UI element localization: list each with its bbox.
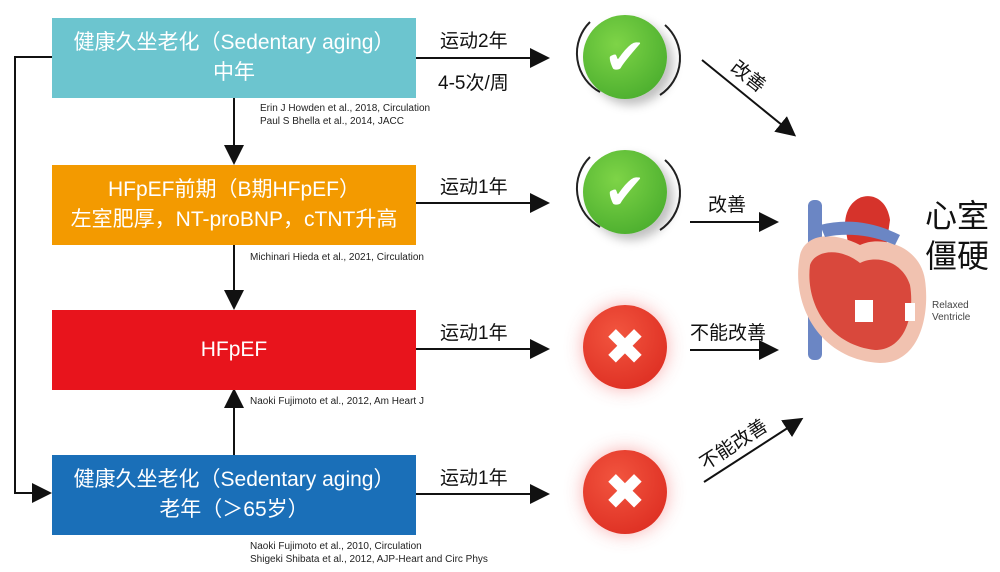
box-pre-hfpef: HFpEF前期（B期HFpEF） 左室肥厚，NT-proBNP，cTNT升高 — [52, 165, 416, 245]
box-title: 健康久坐老化（Sedentary aging） — [73, 31, 395, 54]
box-subtitle: 老年（＞65岁） — [159, 498, 309, 521]
reference-line: Erin J Howden et al., 2018, Circulation — [260, 103, 431, 114]
box-title: HFpEF — [200, 338, 268, 361]
reference-line: Naoki Fujimoto et al., 2010, Circulation — [250, 541, 422, 552]
box-sedentary-elderly: 健康久坐老化（Sedentary aging） 老年（＞65岁） — [52, 455, 416, 535]
cross-icon: ✖ — [583, 305, 667, 389]
box-title: 健康久坐老化（Sedentary aging） — [73, 468, 395, 491]
reference-line: Shigeki Shibata et al., 2012, AJP-Heart … — [250, 554, 488, 565]
box-subtitle: 左室肥厚，NT-proBNP，cTNT升高 — [70, 208, 398, 231]
outcome-line: 僵硬 — [925, 238, 990, 274]
exercise-label: 运动1年 — [440, 177, 508, 198]
reference-line: Naoki Fujimoto et al., 2012, Am Heart J — [250, 396, 424, 407]
box-sedentary-middle-age: 健康久坐老化（Sedentary aging） 中年 — [52, 18, 416, 98]
box-title: HFpEF前期（B期HFpEF） — [107, 178, 361, 201]
outcome-line: 心室 — [925, 198, 990, 234]
exercise-label: 运动1年 — [440, 468, 508, 489]
result-label: 不能改善 — [690, 323, 767, 344]
check-icon: ✔ — [583, 15, 667, 99]
reference-line: Paul S Bhella et al., 2014, JACC — [260, 116, 404, 127]
heart-illustration — [798, 196, 927, 363]
result-label: 改善 — [708, 195, 747, 216]
exercise-label: 运动2年 — [440, 31, 508, 52]
check-icon: ✔ — [583, 150, 667, 234]
reference: Michinari Hieda et al., 2021, Circulatio… — [250, 251, 424, 264]
box-hfpef: HFpEF — [52, 310, 416, 390]
reference-line: Michinari Hieda et al., 2021, Circulatio… — [250, 252, 424, 263]
reference: Naoki Fujimoto et al., 2012, Am Heart J — [250, 395, 424, 408]
heart-label: Relaxed Ventricle — [932, 300, 994, 324]
outcome-label: 心室僵硬 — [925, 196, 989, 276]
cross-icon: ✖ — [583, 450, 667, 534]
exercise-frequency: 4-5次/周 — [438, 73, 509, 94]
reference: Naoki Fujimoto et al., 2010, Circulation… — [250, 540, 488, 566]
box-subtitle: 中年 — [213, 61, 255, 84]
exercise-label: 运动1年 — [440, 323, 508, 344]
